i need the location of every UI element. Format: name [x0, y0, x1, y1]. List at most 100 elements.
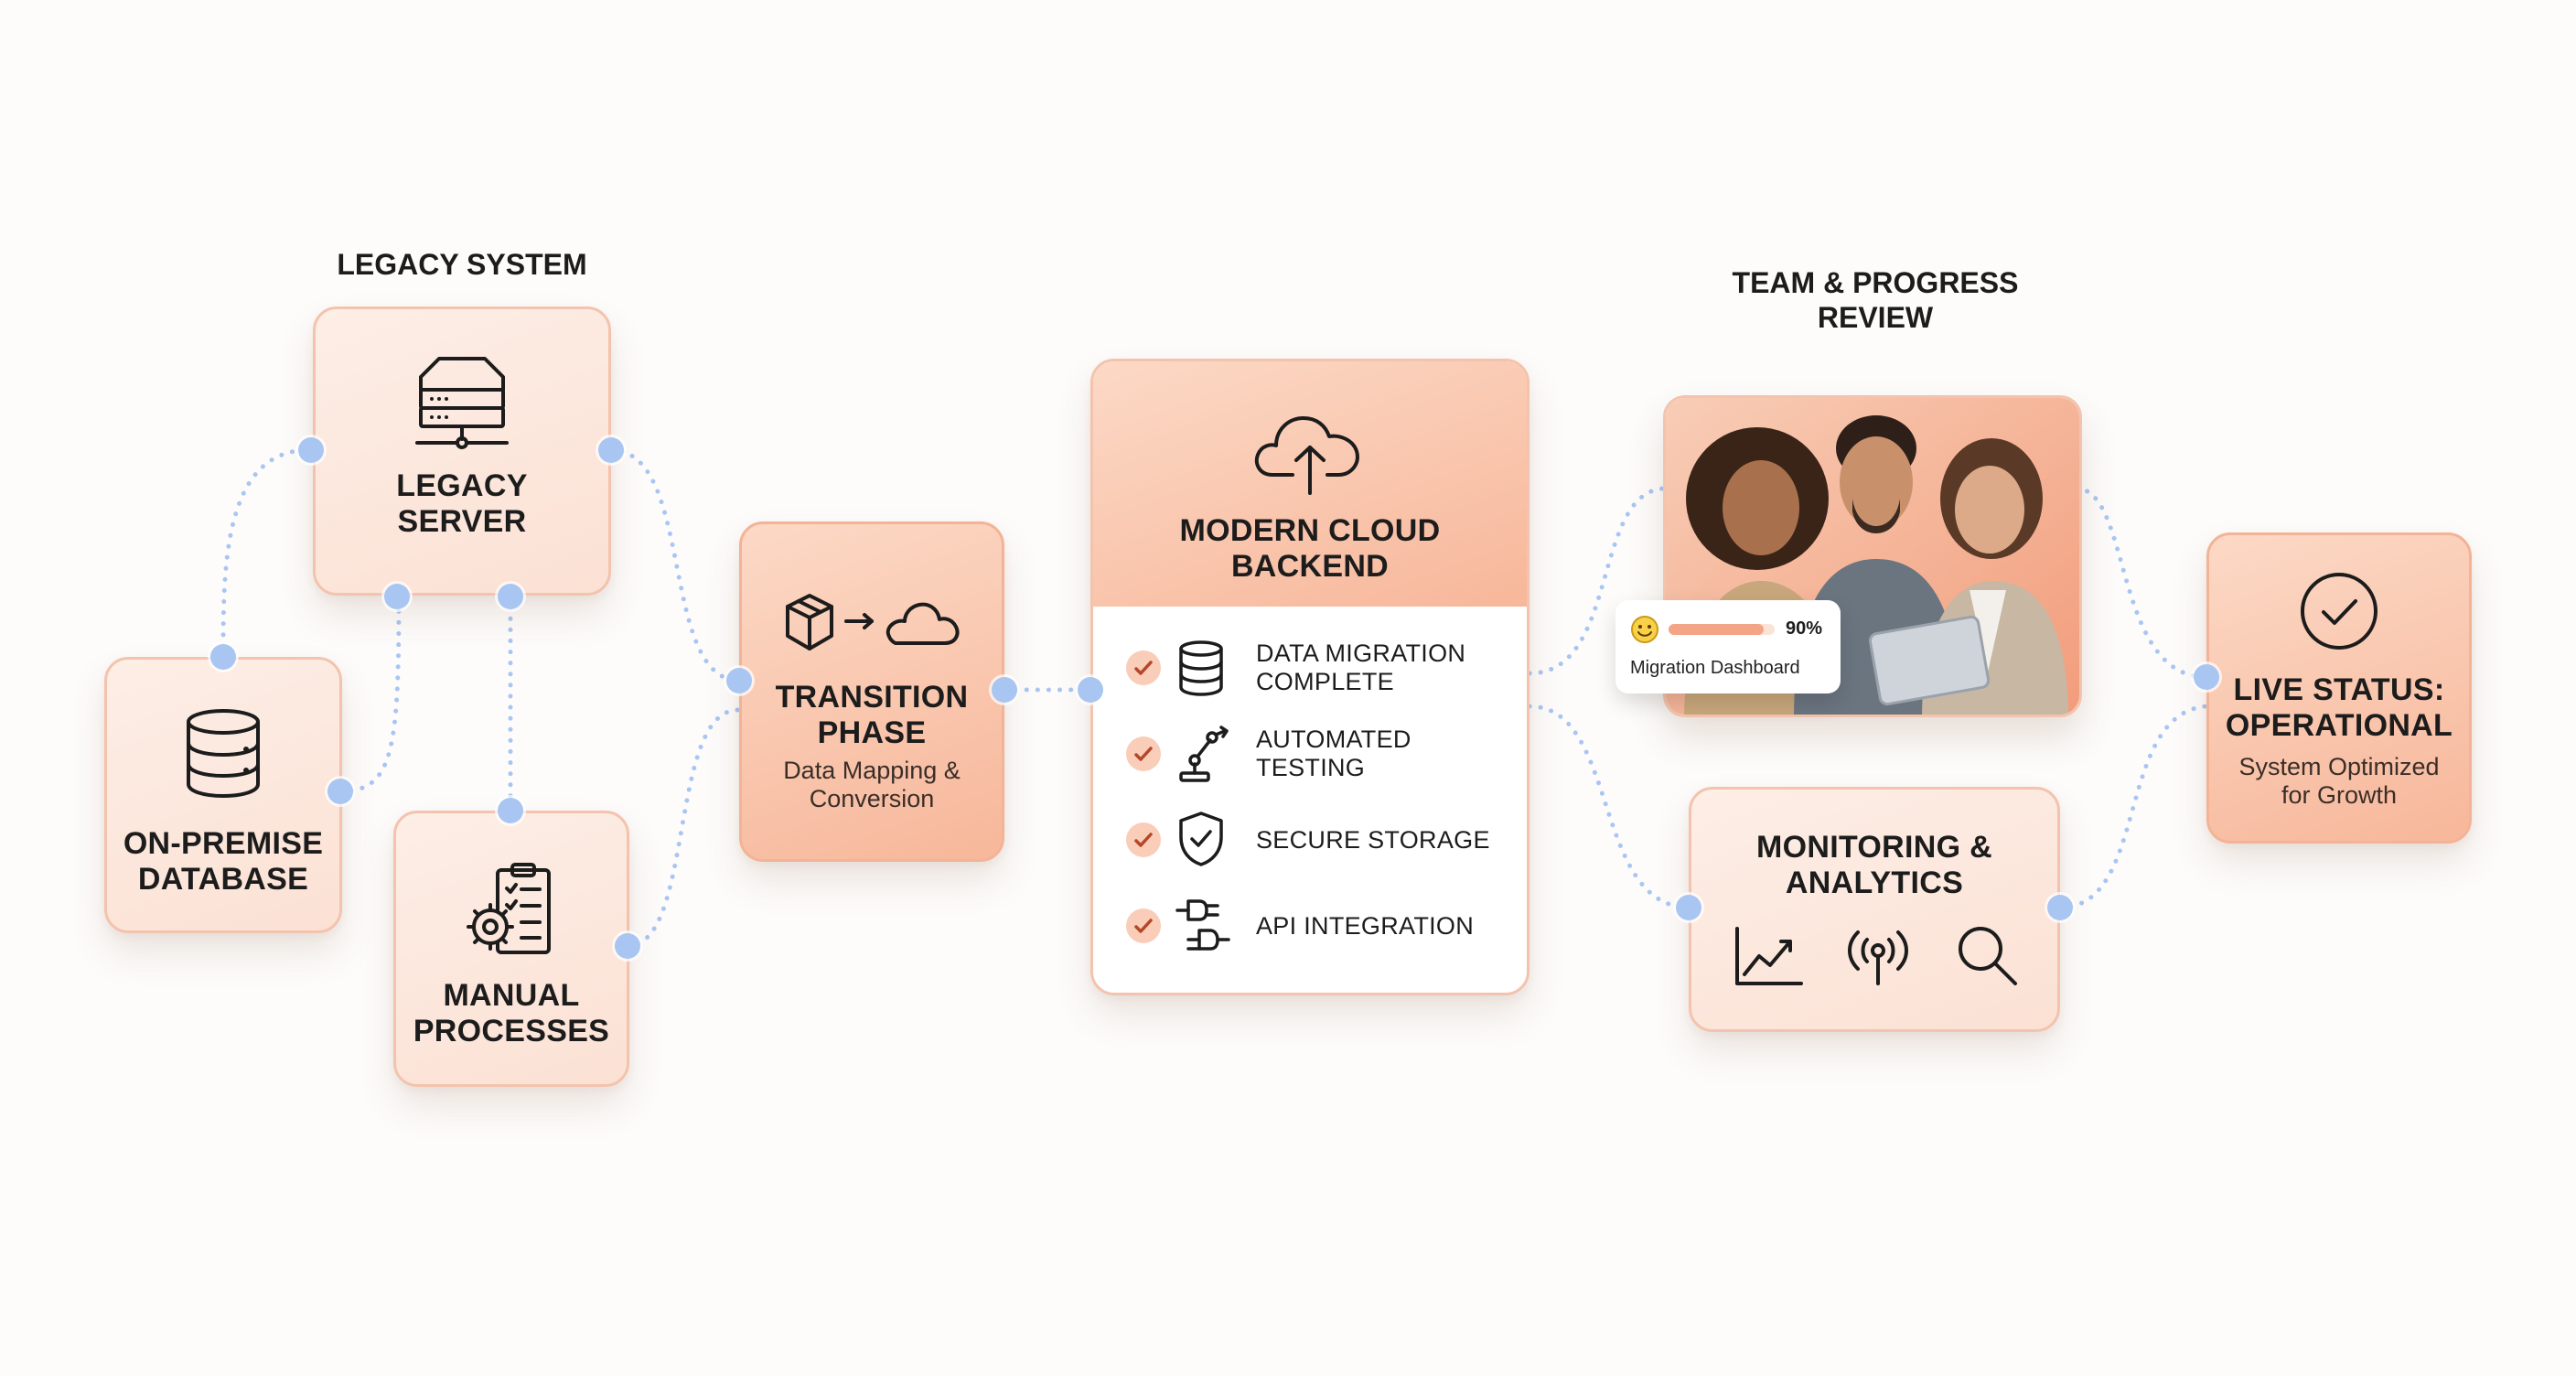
- connector-dot: [298, 437, 324, 463]
- checklist-item: SECURE STORAGE: [1093, 804, 1527, 877]
- team-review-label: TEAM & PROGRESS REVIEW: [1692, 265, 2058, 335]
- checklist-item-label-line1: AUTOMATED: [1256, 726, 1411, 753]
- monitoring-analytics-title-line2: ANALYTICS: [1785, 865, 1964, 900]
- search-icon: [1959, 927, 2017, 985]
- connector-dot: [598, 437, 624, 463]
- live-status-title-line2: OPERATIONAL: [2225, 708, 2453, 743]
- connector-server-to-transition: [608, 447, 742, 683]
- on-premise-database-title-line1: ON-PREMISE: [123, 826, 324, 861]
- progress-percent: 90%: [1786, 618, 1823, 639]
- transition-phase-subtitle-line1: Data Mapping &: [783, 757, 961, 784]
- legacy-server-card[interactable]: LEGACY SERVER: [313, 306, 611, 596]
- connector-dot: [992, 677, 1017, 703]
- migration-dashboard-widget[interactable]: 90% Migration Dashboard: [1615, 600, 1841, 693]
- checklist-item-label: SECURE STORAGE: [1256, 826, 1490, 855]
- database-icon: [1179, 640, 1223, 696]
- manual-processes-title-line2: PROCESSES: [413, 1014, 610, 1048]
- server-icon: [415, 357, 509, 449]
- checklist-item: API INTEGRATION: [1093, 890, 1527, 963]
- check-badge-icon: [1126, 822, 1161, 857]
- connector-dot: [615, 933, 640, 959]
- checklist-item: DATA MIGRATION COMPLETE: [1093, 632, 1527, 705]
- progress-fill: [1669, 624, 1765, 635]
- monitoring-analytics-title: MONITORING & ANALYTICS: [1691, 830, 2057, 901]
- check-badge-icon: [1126, 736, 1161, 771]
- checklist-item-label: DATA MIGRATION COMPLETE: [1256, 640, 1465, 696]
- legacy-server-title-line1: LEGACY: [396, 468, 528, 503]
- cloud-backend-card[interactable]: MODERN CLOUD BACKEND DATA MIGRATION COMP…: [1090, 359, 1530, 995]
- on-premise-database-title-line2: DATABASE: [137, 862, 309, 897]
- cloud-upload-icon: [1254, 416, 1359, 495]
- cloud-backend-header: MODERN CLOUD BACKEND: [1093, 361, 1527, 607]
- transition-phase-subtitle: Data Mapping & Conversion: [742, 757, 1002, 813]
- checklist-item-label-line1: API INTEGRATION: [1256, 912, 1475, 940]
- monitoring-icons: [1691, 918, 2057, 991]
- manual-processes-title-line1: MANUAL: [443, 978, 580, 1013]
- connector-cloud-to-team: [1527, 486, 1666, 676]
- connector-dot: [2047, 895, 2073, 920]
- connector-manual-to-transition: [625, 707, 742, 949]
- check-badge-icon: [1126, 650, 1161, 685]
- database-icon: [187, 709, 260, 799]
- connector-dot: [1676, 895, 1701, 920]
- cloud-backend-title: MODERN CLOUD BACKEND: [1093, 513, 1527, 585]
- transition-phase-title: TRANSITION PHASE: [742, 680, 1002, 751]
- line-chart-icon: [1735, 927, 1803, 985]
- team-review-label-line1: TEAM & PROGRESS: [1732, 266, 2019, 299]
- check-badge-icon: [1126, 908, 1161, 943]
- connector-dot: [210, 644, 236, 670]
- dashboard-caption: Migration Dashboard: [1630, 658, 1800, 678]
- live-status-subtitle-line2: for Growth: [2281, 781, 2398, 809]
- connector-team-to-status: [2074, 486, 2209, 680]
- monitoring-analytics-card[interactable]: MONITORING & ANALYTICS: [1689, 787, 2060, 1032]
- checklist-item-label: AUTOMATED TESTING: [1256, 726, 1411, 782]
- box-to-cloud-icon: [786, 594, 960, 650]
- checklist-item-label-line2: TESTING: [1256, 754, 1366, 781]
- connector-monitoring-to-status: [2057, 704, 2209, 910]
- connector-dot: [2194, 664, 2219, 690]
- live-status-title-line1: LIVE STATUS:: [2233, 672, 2445, 707]
- transition-phase-subtitle-line2: Conversion: [809, 785, 935, 812]
- robot-arm-icon: [1179, 726, 1229, 782]
- cloud-backend-title-line1: MODERN CLOUD: [1179, 513, 1441, 548]
- smiley-icon: [1631, 616, 1658, 643]
- connector-dot: [498, 798, 523, 823]
- live-status-subtitle-line1: System Optimized: [2238, 753, 2440, 780]
- transition-phase-card[interactable]: TRANSITION PHASE Data Mapping & Conversi…: [739, 521, 1004, 862]
- team-review-label-line2: REVIEW: [1817, 301, 1934, 334]
- legacy-system-label: LEGACY SYSTEM: [337, 248, 587, 281]
- live-status-card[interactable]: LIVE STATUS: OPERATIONAL System Optimize…: [2206, 532, 2472, 844]
- connector-cloud-to-monitoring: [1527, 704, 1691, 910]
- cloud-backend-title-line2: BACKEND: [1230, 549, 1390, 584]
- clipboard-gear-icon: [467, 863, 551, 954]
- progress-track: [1669, 624, 1775, 635]
- connector-db-to-server-right: [338, 592, 402, 794]
- connector-dot: [498, 584, 523, 609]
- monitoring-analytics-title-line1: MONITORING &: [1756, 830, 1992, 865]
- plug-icon: [1175, 899, 1230, 951]
- signal-icon: [1848, 930, 1908, 985]
- legacy-server-title: LEGACY SERVER: [316, 468, 608, 540]
- checklist-item-label-line1: SECURE STORAGE: [1256, 826, 1490, 854]
- legacy-server-title-line2: SERVER: [397, 504, 527, 539]
- on-premise-database-title: ON-PREMISE DATABASE: [107, 826, 339, 898]
- transition-phase-title-line1: TRANSITION: [775, 680, 969, 715]
- check-circle-icon: [2301, 573, 2377, 650]
- transition-phase-title-line2: PHASE: [817, 715, 927, 750]
- manual-processes-card[interactable]: MANUAL PROCESSES: [393, 811, 629, 1087]
- live-status-title: LIVE STATUS: OPERATIONAL: [2209, 672, 2469, 744]
- checklist-item-label-line2: COMPLETE: [1256, 668, 1394, 695]
- checklist-item-label-line1: DATA MIGRATION: [1256, 640, 1466, 667]
- connector-db-to-server: [220, 447, 314, 660]
- on-premise-database-card[interactable]: ON-PREMISE DATABASE: [104, 657, 342, 933]
- connector-dot: [327, 779, 353, 804]
- checklist-item-label: API INTEGRATION: [1256, 912, 1474, 941]
- connector-dot: [1078, 677, 1103, 703]
- manual-processes-title: MANUAL PROCESSES: [396, 978, 627, 1049]
- live-status-subtitle: System Optimized for Growth: [2209, 753, 2469, 810]
- checklist-item: AUTOMATED TESTING: [1093, 718, 1527, 791]
- connector-dot: [384, 584, 410, 609]
- connector-dot: [726, 668, 752, 693]
- shield-check-icon: [1179, 812, 1223, 866]
